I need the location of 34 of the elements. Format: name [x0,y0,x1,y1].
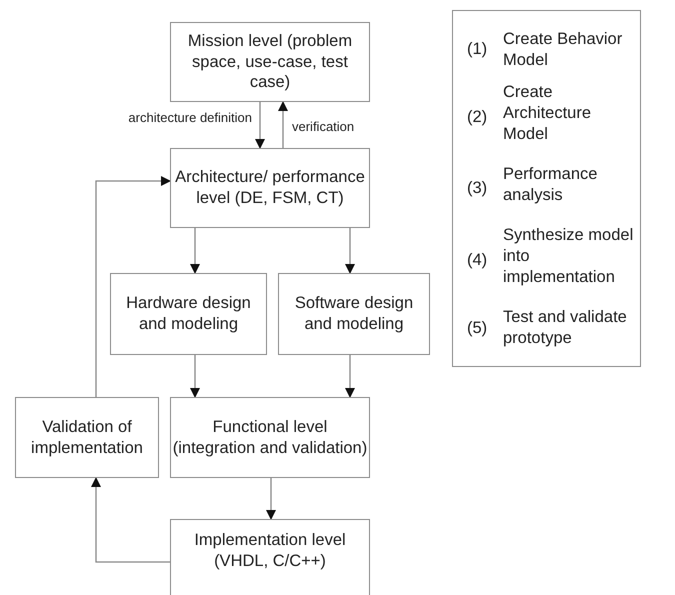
box-text: Functional level (integration and validation) [172,416,368,458]
arrow [255,102,265,149]
process-box [170,148,370,228]
step-description: Test and validate prototype [503,307,628,348]
process-box [170,22,370,102]
box-text: Implementation level (VHDL, C/C++) [193,530,347,572]
process-box [15,397,159,478]
step-number: (1) [467,39,488,60]
step-number: (5) [467,318,488,338]
arrow [190,355,200,398]
process-box [170,397,370,478]
arrow [266,478,276,520]
step-description: Performance analysis [503,164,598,206]
step-description: Create Behavior Model [503,29,624,70]
process-box [110,273,267,355]
arrow [190,228,200,274]
box-text: Hardware design and modeling [125,293,252,335]
process-box [170,519,370,595]
step-number: (4) [467,250,488,271]
step-number: (2) [467,106,488,128]
arrow [95,176,171,397]
box-text: Mission level (problem space, use-case, test case) [186,31,354,93]
process-box [278,273,430,355]
box-text: Validation of implementation [30,416,144,458]
arrow [345,355,355,398]
step-description: Synthesize model into implementation [503,225,634,288]
box-text: Software design and modeling [294,293,414,335]
step-number: (3) [467,178,488,200]
arrow [278,101,288,148]
step-description: Create Architecture Model [503,82,592,144]
legend-panel [452,10,641,367]
arrow [345,228,355,274]
box-text: Architecture/ performance level (DE, FSM, CT) [174,167,366,209]
arrow [91,477,170,563]
